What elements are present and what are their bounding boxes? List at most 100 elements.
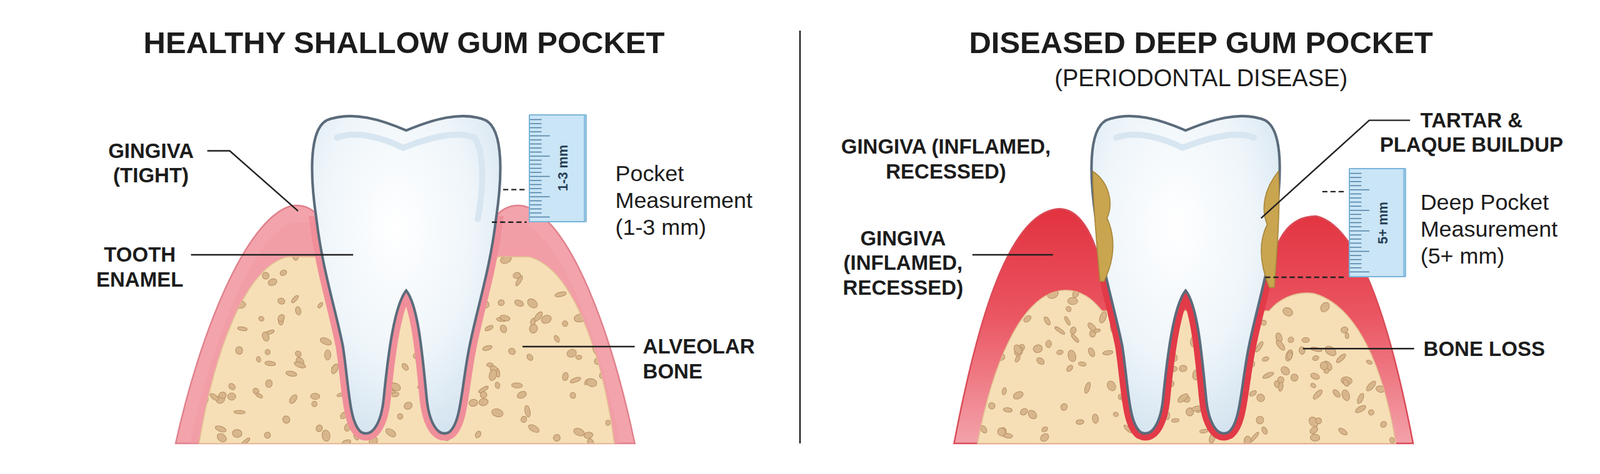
bone-speckle <box>490 408 504 419</box>
ruler-tick <box>1350 251 1370 253</box>
measure-line <box>491 221 527 224</box>
bone-speckle <box>1013 355 1021 364</box>
ruler-tick <box>530 180 542 182</box>
ruler-tick <box>530 131 542 133</box>
bone-speckle <box>474 430 483 440</box>
ruler-text: 5+ mm <box>1375 201 1391 245</box>
bone-speckle <box>1379 420 1388 429</box>
ruler-tick <box>530 200 542 202</box>
measure-line <box>1322 191 1347 193</box>
bone-speckle <box>1319 361 1329 371</box>
bone-speckle <box>1388 395 1399 406</box>
bone-speckle <box>1315 417 1323 425</box>
ruler-tick <box>530 127 542 129</box>
leader-line <box>972 254 1054 256</box>
bone-speckle <box>218 391 227 400</box>
ruler-tick <box>1350 193 1362 195</box>
bone-speckle <box>265 379 273 388</box>
measure-line <box>1265 276 1347 279</box>
part-label: GINGIVA (TIGHT) <box>91 138 211 189</box>
bone-speckle <box>1178 365 1187 373</box>
panel-subheading: (PERIODONTAL DISEASE) <box>1054 64 1348 94</box>
bone-speckle <box>1066 349 1077 363</box>
bone-speckle <box>507 347 517 357</box>
bone-speckle <box>497 299 505 307</box>
bone-speckle <box>1059 402 1069 412</box>
bone-speckle <box>227 393 236 401</box>
bone-speckle <box>1248 390 1258 399</box>
bone-speckle <box>194 343 207 355</box>
bone-speckle <box>341 439 352 447</box>
bone-speckle <box>1310 434 1320 442</box>
bone-speckle <box>319 336 334 347</box>
bone-speckle <box>588 314 599 323</box>
bone-speckle <box>1260 426 1269 436</box>
bone-speckle <box>477 385 489 395</box>
bone-speckle <box>276 313 287 324</box>
bone-speckle <box>233 300 246 309</box>
bone-speckle <box>281 415 292 426</box>
ruler-tick <box>1350 181 1362 183</box>
bone-speckle <box>1311 355 1320 362</box>
bone-speckle <box>512 272 521 280</box>
bone-speckle <box>1284 349 1295 363</box>
bone-speckle <box>1176 392 1190 405</box>
tooth <box>1091 116 1280 434</box>
bone-speckle <box>1335 353 1347 365</box>
bone-speckle <box>598 371 607 380</box>
bone-speckle <box>586 438 595 447</box>
ruler-tick <box>530 119 542 121</box>
bone-speckle <box>1043 316 1052 327</box>
bone-speckle <box>1375 385 1386 394</box>
bone-speckle <box>237 326 248 332</box>
ligament <box>1091 277 1280 434</box>
bone-speckle <box>266 277 278 287</box>
bone-speckle <box>1331 388 1342 399</box>
bone-speckle <box>499 324 509 334</box>
bone-speckle <box>1274 339 1287 353</box>
bone-speckle <box>551 433 562 443</box>
bone-speckle <box>985 295 992 304</box>
bone-speckle <box>554 291 567 299</box>
bone-speckle <box>198 395 210 407</box>
bone-speckle <box>264 349 271 356</box>
bone-speckle <box>227 382 237 392</box>
bone-speckle <box>1380 325 1390 332</box>
bone-speckle <box>980 361 993 374</box>
bone-speckle <box>1046 289 1060 301</box>
bone-speckle <box>255 392 264 400</box>
bone-speckle <box>979 425 989 435</box>
bone-speckle <box>1038 432 1050 444</box>
bone-speckle <box>520 415 529 424</box>
ruler-tick <box>1350 210 1370 212</box>
ruler-tick <box>1350 267 1362 269</box>
ruler-tick <box>530 204 542 206</box>
bone-speckle <box>499 254 513 265</box>
bone-speckle <box>1310 372 1321 382</box>
bone-speckle <box>293 361 307 370</box>
bone-speckle <box>279 269 289 277</box>
bone-speckle <box>1367 409 1375 417</box>
bone-speckle <box>276 297 286 306</box>
bone-speckle <box>987 401 997 411</box>
ruler-tick <box>1350 226 1362 229</box>
ruler-tick <box>530 160 542 162</box>
bone-speckle <box>1323 344 1338 359</box>
ruler-tick <box>530 171 542 174</box>
bone-speckle <box>396 413 404 421</box>
enamel-highlight <box>336 135 483 220</box>
bone-speckle <box>1337 427 1349 437</box>
bone-speckle <box>582 263 593 274</box>
bone-speckle <box>324 350 331 360</box>
ruler-tick <box>1350 190 1370 192</box>
bone-speckle <box>264 360 276 367</box>
bone-speckle <box>1069 326 1078 335</box>
bone-speckle <box>208 392 220 402</box>
bone-speckle <box>604 314 614 321</box>
bone-speckle <box>981 362 989 371</box>
bone-speckle <box>561 372 570 382</box>
bone-speckle <box>201 332 212 344</box>
bone-speckle <box>1199 428 1209 434</box>
bone-speckle <box>1277 381 1284 392</box>
